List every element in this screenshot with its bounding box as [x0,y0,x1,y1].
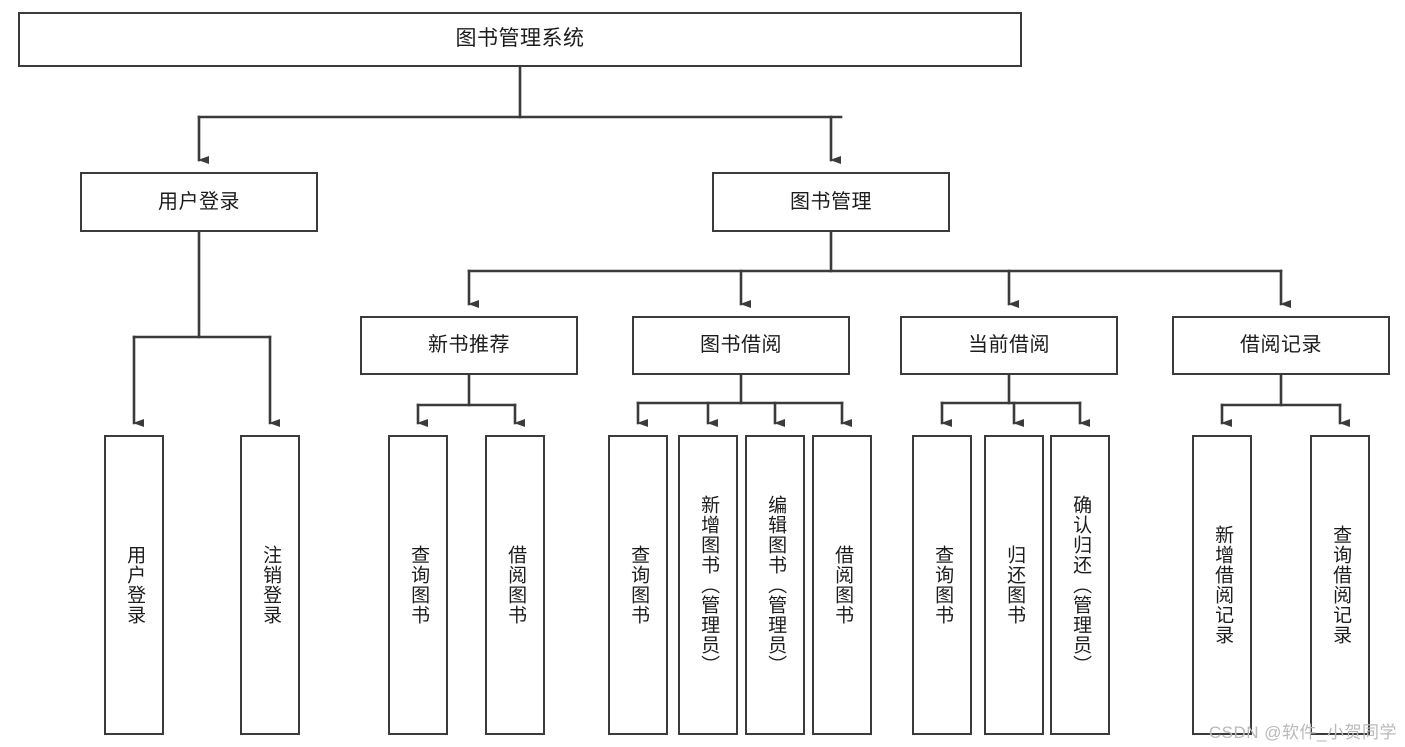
node-label: 编辑图书（管理员） [765,495,787,675]
node-leaf-borrow-book-2[interactable]: 借阅图书 [812,435,872,735]
node-leaf-logout-login[interactable]: 注销登录 [240,435,300,735]
node-label: 当前借阅 [968,334,1050,356]
node-current-borrow[interactable]: 当前借阅 [900,316,1118,375]
node-leaf-user-login[interactable]: 用户登录 [104,435,164,735]
node-leaf-query-borrow-record[interactable]: 查询借阅记录 [1310,435,1370,735]
node-new-book-recommend[interactable]: 新书推荐 [360,316,578,375]
node-user-login[interactable]: 用户登录 [80,172,318,232]
node-label: 查询图书 [408,545,430,625]
node-label: 借阅图书 [505,545,527,625]
watermark-text: CSDN @软件_小贺同学 [1208,723,1397,742]
node-leaf-edit-book-admin[interactable]: 编辑图书（管理员） [745,435,805,735]
node-leaf-query-book-2[interactable]: 查询图书 [608,435,668,735]
node-label: 新书推荐 [428,334,510,356]
node-label: 确认归还（管理员） [1070,495,1092,675]
node-leaf-borrow-book-1[interactable]: 借阅图书 [485,435,545,735]
node-label: 查询图书 [932,545,954,625]
node-label: 注销登录 [260,545,282,625]
node-label: 图书借阅 [700,334,782,356]
node-book-manage[interactable]: 图书管理 [712,172,950,232]
node-label: 归还图书 [1004,545,1026,625]
node-label: 查询借阅记录 [1330,525,1352,645]
node-borrow-record[interactable]: 借阅记录 [1172,316,1390,375]
node-label: 用户登录 [124,545,146,625]
node-label: 新增图书（管理员） [698,495,720,675]
node-root-system[interactable]: 图书管理系统 [18,12,1022,67]
node-leaf-query-book-1[interactable]: 查询图书 [388,435,448,735]
node-label: 借阅图书 [832,545,854,625]
node-leaf-add-borrow-record[interactable]: 新增借阅记录 [1192,435,1252,735]
node-label: 借阅记录 [1240,334,1322,356]
node-leaf-add-book-admin[interactable]: 新增图书（管理员） [678,435,738,735]
node-leaf-confirm-return-admin[interactable]: 确认归还（管理员） [1050,435,1110,735]
node-leaf-query-book-3[interactable]: 查询图书 [912,435,972,735]
node-book-borrow[interactable]: 图书借阅 [632,316,850,375]
node-label: 查询图书 [628,545,650,625]
node-label: 图书管理 [790,190,872,213]
node-leaf-return-book[interactable]: 归还图书 [984,435,1044,735]
node-label: 图书管理系统 [455,27,585,51]
node-label: 用户登录 [158,190,240,213]
node-label: 新增借阅记录 [1212,525,1234,645]
